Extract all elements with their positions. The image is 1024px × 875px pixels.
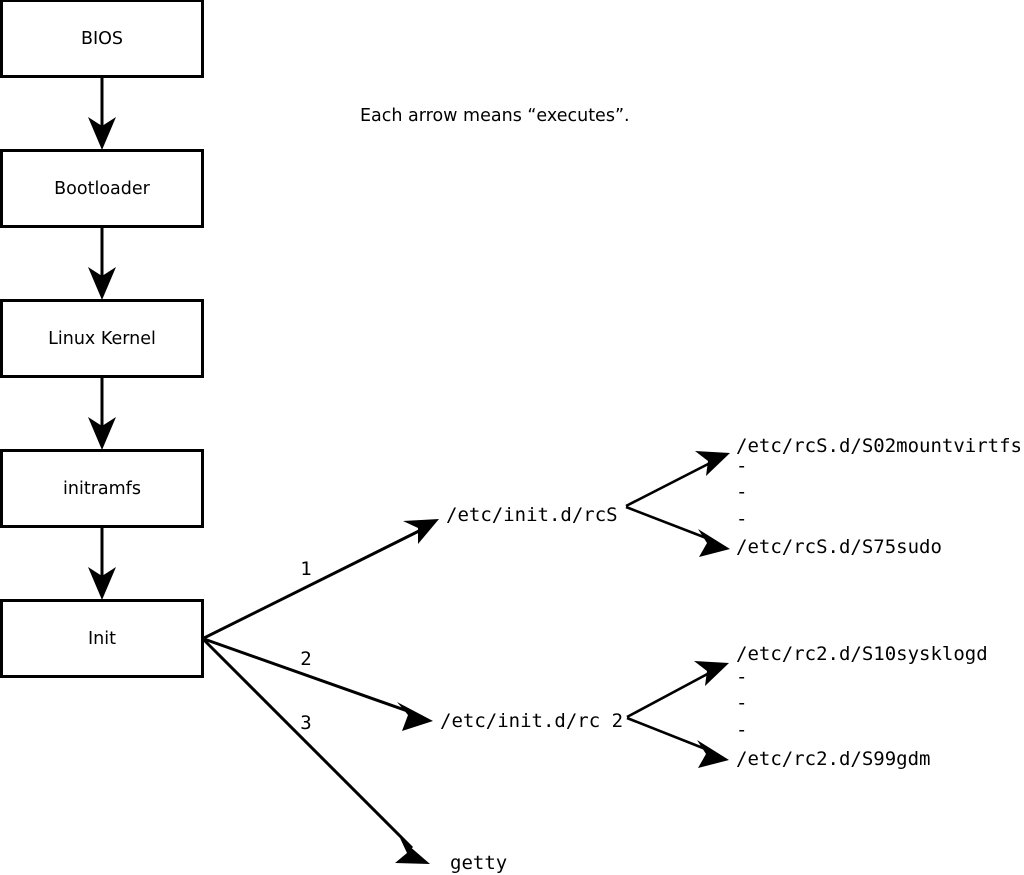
branch-label-rcs: /etc/init.d/rcS [446, 504, 618, 526]
arrowhead-rcs-to-first [695, 451, 730, 476]
branch-rcs-children: /etc/rcS.d/S02mountvirtfs - - - /etc/rcS… [625, 435, 1022, 558]
box-bootloader-rect [0, 149, 204, 228]
box-initramfs[interactable]: initramfs [0, 449, 204, 528]
box-linux-kernel[interactable]: Linux Kernel [0, 299, 204, 378]
connector-init-to-rcs [203, 526, 426, 640]
box-init[interactable]: Init [0, 599, 204, 678]
branch-init-3: 3 getty [202, 638, 507, 874]
connector-rc2-to-last [626, 716, 714, 754]
box-init-label: Init [88, 629, 116, 649]
connector-rcs-to-last [625, 505, 715, 543]
rc2-child-last: /etc/rc2.d/S99gdm [736, 748, 930, 770]
arrowhead-rc2-to-last [697, 740, 729, 768]
branch-init-1: 1 /etc/init.d/rcS [203, 504, 618, 640]
box-linux-kernel-label: Linux Kernel [48, 329, 156, 349]
branch-label-getty: getty [450, 852, 507, 874]
connector-rc2-to-first [626, 669, 714, 719]
arrowhead-init-to-rc2 [397, 702, 433, 731]
rc2-ellipsis-2: - [736, 692, 747, 714]
branch-number-1: 1 [300, 558, 311, 580]
rc2-ellipsis-1: - [736, 666, 747, 688]
branch-rc2-children: /etc/rc2.d/S10sysklogd - - - /etc/rc2.d/… [626, 643, 988, 770]
arrowhead-kernel-to-initramfs [88, 417, 116, 450]
arrowhead-rcs-to-last [698, 529, 730, 557]
branch-number-2: 2 [300, 648, 311, 670]
box-bootloader-label: Bootloader [54, 179, 150, 199]
connector-rcs-to-first [625, 459, 715, 508]
box-bios-rect [0, 0, 204, 78]
connector-init-to-rc2 [203, 637, 417, 716]
rcs-ellipsis-1: - [736, 455, 747, 477]
box-initramfs-rect [0, 449, 204, 528]
rcs-ellipsis-2: - [736, 481, 747, 503]
arrowhead-bootloader-to-kernel [88, 267, 116, 300]
rcs-ellipsis-3: - [736, 508, 747, 530]
branch-number-3: 3 [300, 712, 311, 734]
rcs-child-last: /etc/rcS.d/S75sudo [736, 536, 942, 558]
arrowhead-rc2-to-first [694, 661, 729, 686]
arrowhead-init-to-getty [395, 838, 430, 864]
rc2-child-first: /etc/rc2.d/S10sysklogd [736, 643, 988, 665]
connector-init-to-getty [202, 638, 414, 850]
box-bios[interactable]: BIOS [0, 0, 204, 78]
legend-note: Each arrow means “executes”. [360, 106, 630, 126]
rc2-ellipsis-3: - [736, 719, 747, 741]
arrowhead-initramfs-to-init [88, 567, 116, 600]
rcs-child-first: /etc/rcS.d/S02mountvirtfs [736, 435, 1022, 457]
chain-connectors [88, 77, 116, 600]
arrowhead-init-to-rcs [403, 519, 439, 544]
box-initramfs-label: initramfs [63, 479, 141, 499]
branch-init-2: 2 /etc/init.d/rc 2 [203, 637, 623, 732]
arrowhead-bios-to-bootloader [88, 117, 116, 150]
box-bootloader[interactable]: Bootloader [0, 149, 204, 228]
box-linux-kernel-rect [0, 299, 204, 378]
box-bios-label: BIOS [81, 29, 123, 49]
box-init-rect [0, 599, 204, 678]
branch-label-rc2: /etc/init.d/rc 2 [440, 710, 623, 732]
